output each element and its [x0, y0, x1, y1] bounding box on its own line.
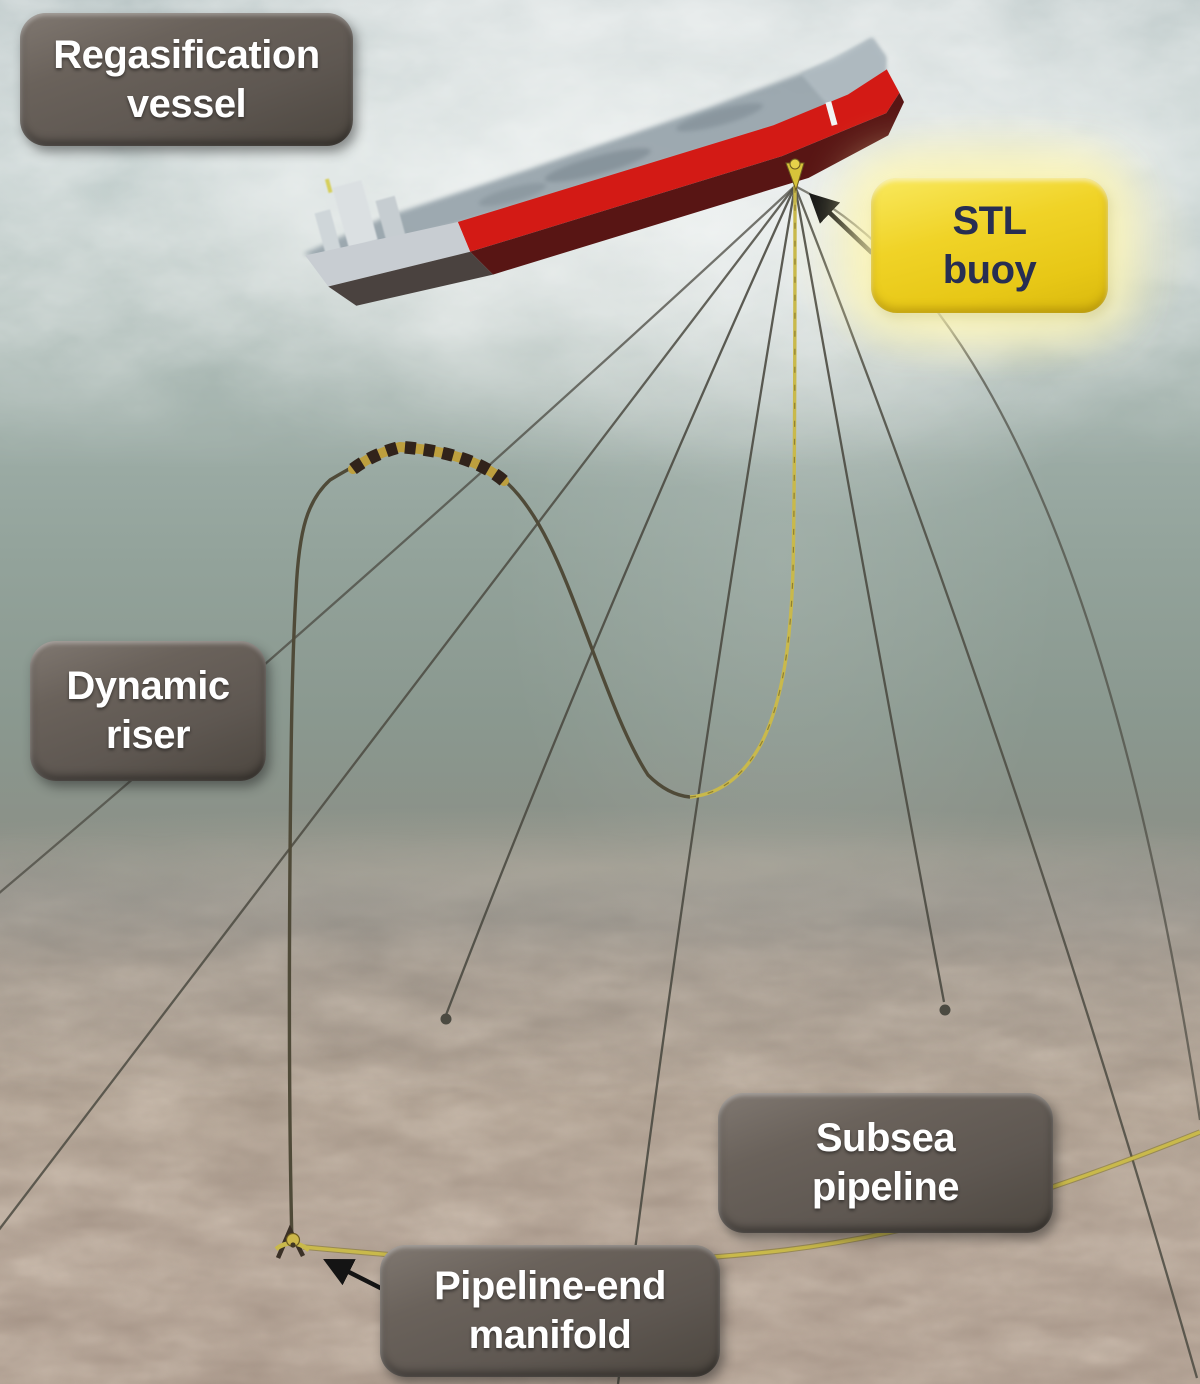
- anchor-point: [440, 1013, 452, 1025]
- stl-buoy-arrow: [808, 192, 874, 255]
- ship-deck-silhouette: [302, 38, 886, 261]
- mooring-line: [0, 185, 796, 894]
- riser-buoyancy-modules: [348, 440, 509, 486]
- riser-yellow-section: [689, 185, 797, 799]
- ship-stern-bottom: [328, 251, 493, 306]
- label-dynamic-riser: Dynamic riser: [30, 641, 266, 781]
- label-stl-buoy: STL buoy: [871, 178, 1108, 313]
- mooring-line: [793, 185, 1199, 1379]
- regasification-vessel-ship: [302, 38, 905, 306]
- ship-superstructure: [314, 178, 406, 256]
- dynamic-riser-line: [287, 185, 797, 1247]
- anchor-point: [939, 1004, 951, 1016]
- mooring-line: [0, 185, 796, 1231]
- stl-buoy-marker: [785, 158, 805, 192]
- pipeline-end-manifold-structure: [274, 1224, 311, 1259]
- mooring-line: [616, 185, 797, 1384]
- ship-deck-shadows: [478, 103, 763, 207]
- label-pipeline-end-manifold: Pipeline-end manifold: [380, 1245, 720, 1377]
- ship-bow-marking: [825, 101, 838, 126]
- ship-stern-band: [305, 221, 471, 287]
- label-subsea-pipeline: Subsea pipeline: [718, 1093, 1053, 1233]
- mooring-lines: [0, 184, 1200, 1384]
- ship-hull-bottom: [470, 92, 905, 275]
- horizon-haze: [0, 806, 1200, 930]
- mooring-line: [793, 185, 946, 1003]
- mooring-line: [444, 185, 797, 1016]
- ship-hull-red: [457, 69, 900, 252]
- label-regasification-vessel: Regasification vessel: [20, 13, 353, 146]
